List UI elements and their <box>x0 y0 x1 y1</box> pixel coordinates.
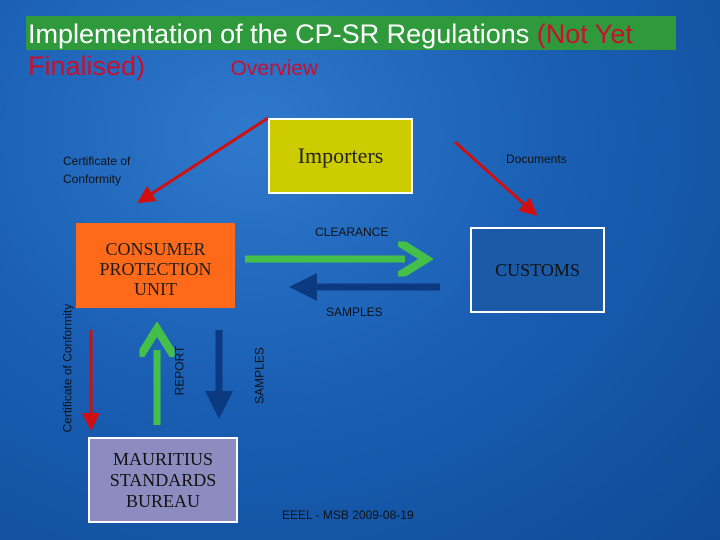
arrow-importers-to-coc <box>136 116 269 204</box>
title-main: Implementation of the CP-SR Regulations <box>28 19 530 49</box>
importers-box: Importers <box>268 118 413 194</box>
customs-box: CUSTOMS <box>470 227 605 313</box>
samples-vertical-label: SAMPLES <box>252 347 267 404</box>
title-bar <box>26 16 676 50</box>
consumer-protection-unit-box: CONSUMER PROTECTION UNIT <box>76 223 235 308</box>
title-not-finalised: (Not Yet Finalised) <box>28 19 633 81</box>
clearance-label: CLEARANCE <box>315 225 389 239</box>
slide-title: Implementation of the CP-SR Regulations … <box>28 18 708 85</box>
samples-label: SAMPLES <box>326 305 383 319</box>
footer: EEEL - MSB 2009-08-19 <box>282 508 414 522</box>
certificate-of-conformity-vertical-label: Certificate of Conformity <box>60 303 75 433</box>
msb-box: MAURITIUS STANDARDS BUREAU <box>88 437 238 523</box>
report-label: REPORT <box>172 345 187 396</box>
certificate-of-conformity-label: Certificate of Conformity <box>63 154 131 186</box>
title-overview: Overview <box>230 57 319 80</box>
documents-label: Documents <box>506 152 567 166</box>
arrow-importers-to-customs <box>453 140 538 217</box>
